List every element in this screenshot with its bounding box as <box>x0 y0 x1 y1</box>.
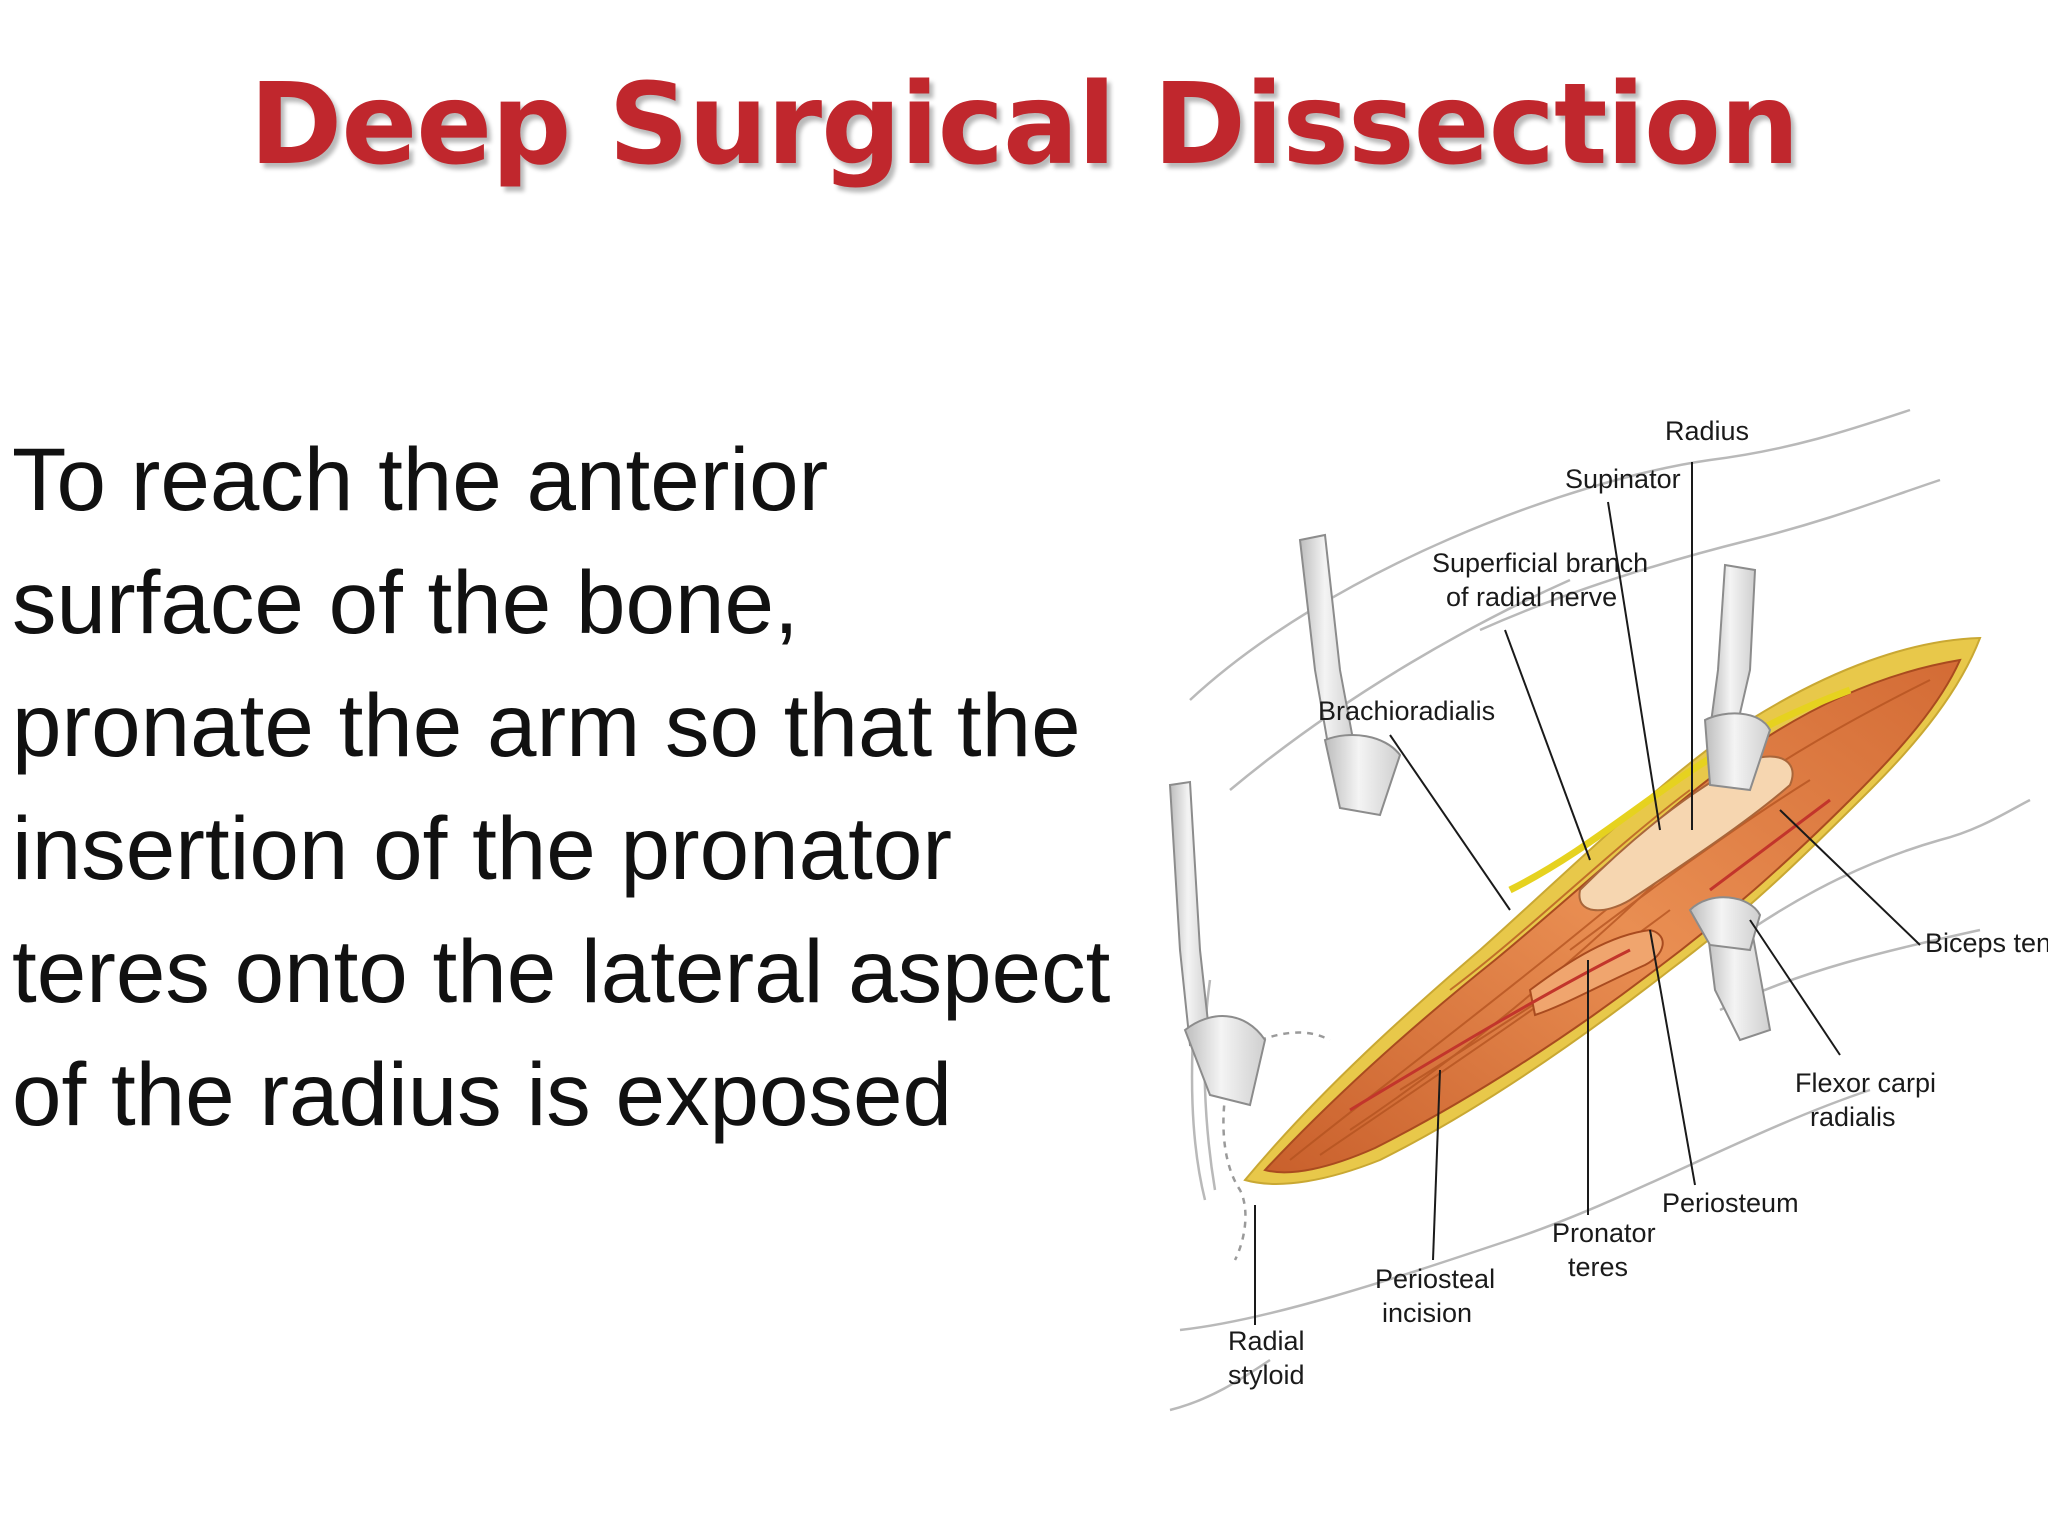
radial-vessel <box>1349 798 1831 1112</box>
body-line: To reach the anterior <box>12 429 829 529</box>
label-radial-styloid: styloid <box>1228 1360 1305 1390</box>
label-periosteum: Periosteum <box>1662 1188 1799 1218</box>
label-brachioradialis: Brachioradialis <box>1318 696 1495 726</box>
leader-lines <box>1254 462 1921 1325</box>
label-flexor-carpi: radialis <box>1810 1102 1896 1132</box>
body-line: of the radius is exposed <box>12 1044 953 1144</box>
slide-title: Deep Surgical Dissection <box>249 60 1799 190</box>
forearm-outline <box>1169 408 2031 1412</box>
label-radius: Radius <box>1665 416 1749 446</box>
radius-bone <box>1578 755 1794 912</box>
label-radial-styloid: Radial <box>1228 1326 1305 1356</box>
label-superficial-branch: Superficial branch <box>1432 548 1648 578</box>
body-line: surface of the bone, <box>12 552 799 652</box>
radial-nerve <box>1508 686 1852 894</box>
body-paragraph: To reach the anterior surface of the bon… <box>12 418 1212 1156</box>
label-pronator-teres: teres <box>1568 1252 1628 1282</box>
label-periosteal-incision: Periosteal <box>1375 1264 1495 1294</box>
label-flexor-carpi: Flexor carpi <box>1795 1068 1936 1098</box>
label-supinator: Supinator <box>1565 464 1681 494</box>
label-pronator-teres: Pronator <box>1552 1218 1656 1248</box>
retractor <box>1688 896 1772 1042</box>
label-biceps-tendon: Biceps tendon <box>1925 928 2048 958</box>
body-line: teres onto the lateral aspect <box>12 921 1111 1021</box>
figure-labels: Radius Supinator Superficial branch of r… <box>1228 416 2048 1390</box>
anatomy-illustration: Radius Supinator Superficial branch of r… <box>1150 390 2048 1450</box>
body-line: insertion of the pronator <box>12 798 953 898</box>
retractor <box>1703 563 1772 792</box>
label-periosteal-incision: incision <box>1382 1298 1472 1328</box>
retractor <box>1168 780 1267 1107</box>
retractor <box>1298 533 1402 817</box>
label-superficial-branch: of radial nerve <box>1446 582 1617 612</box>
body-line: pronate the arm so that the <box>12 675 1081 775</box>
